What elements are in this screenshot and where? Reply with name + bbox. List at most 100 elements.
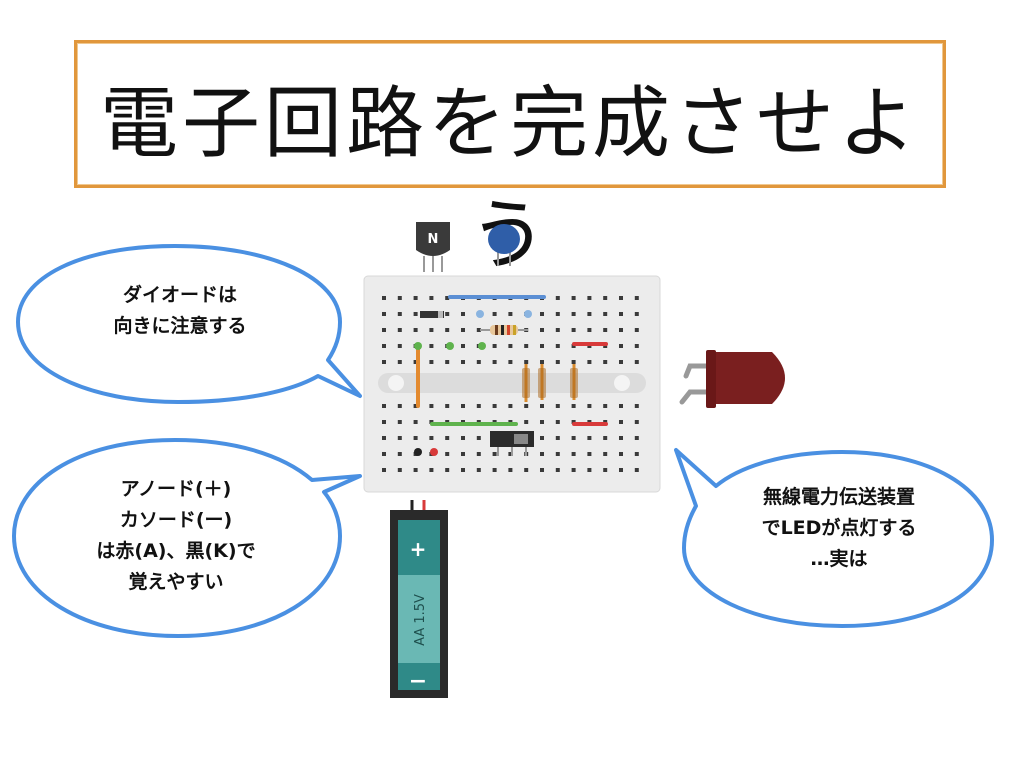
breadboard-hole — [540, 436, 544, 440]
breadboard-hole — [540, 468, 544, 472]
breadboard-hole — [445, 436, 450, 440]
breadboard-hole — [619, 344, 623, 348]
breadboard-hole — [603, 404, 608, 408]
breadboard-hole — [461, 328, 465, 332]
bubble-right — [674, 448, 994, 628]
breadboard-hole — [508, 312, 513, 316]
breadboard-hole — [445, 360, 450, 364]
breadboard-hole — [619, 328, 623, 332]
breadboard-hole — [461, 344, 465, 348]
breadboard-hole — [587, 328, 592, 332]
slide-switch[interactable] — [490, 431, 534, 456]
breadboard-hole — [524, 360, 529, 364]
bubble-top-left — [16, 244, 362, 404]
breadboard-hole — [397, 360, 402, 364]
breadboard-hole — [492, 344, 497, 348]
breadboard-hole — [382, 312, 386, 316]
breadboard-hole — [413, 468, 418, 472]
breadboard-hole — [476, 468, 481, 472]
breadboard-hole — [587, 404, 592, 408]
breadboard-hole — [619, 468, 623, 472]
breadboard-hole — [397, 344, 402, 348]
breadboard-hole — [571, 328, 576, 332]
breadboard-hole — [492, 468, 497, 472]
breadboard-hole — [382, 420, 386, 424]
breadboard-hole — [571, 420, 576, 424]
breadboard-hole — [634, 296, 639, 300]
breadboard-hole — [429, 296, 434, 300]
breadboard-hole — [397, 404, 402, 408]
breadboard-hole — [603, 328, 608, 332]
breadboard-hole — [555, 296, 560, 300]
breadboard-hole — [555, 344, 560, 348]
breadboard-hole — [603, 452, 608, 456]
breadboard-hole — [382, 436, 386, 440]
breadboard-hole — [445, 452, 450, 456]
page-title: 電子回路を完成させよう — [99, 79, 920, 281]
breadboard-hole — [397, 436, 402, 440]
breadboard-hole — [445, 328, 450, 332]
breadboard-hole — [461, 404, 465, 408]
breadboard-hole — [571, 312, 576, 316]
breadboard-hole — [382, 468, 386, 472]
battery-plus: + — [410, 537, 427, 561]
breadboard-hole — [429, 404, 434, 408]
breadboard-hole — [587, 468, 592, 472]
breadboard-hole — [603, 360, 608, 364]
breadboard-hole — [397, 328, 402, 332]
breadboard-hole — [492, 360, 497, 364]
breadboard-hole — [603, 296, 608, 300]
breadboard-hole — [508, 468, 513, 472]
breadboard-hole — [587, 296, 592, 300]
breadboard-hole — [634, 468, 639, 472]
breadboard-hole — [524, 468, 529, 472]
breadboard-hole — [397, 468, 402, 472]
breadboard-hole — [555, 420, 560, 424]
breadboard-hole — [540, 404, 544, 408]
breadboard-hole — [382, 296, 386, 300]
battery-label: AA 1.5V — [413, 594, 428, 646]
breadboard-hole — [619, 296, 623, 300]
breadboard-hole — [634, 312, 639, 316]
breadboard-hole — [619, 360, 623, 364]
breadboard-hole — [555, 452, 560, 456]
breadboard-hole — [476, 328, 481, 332]
breadboard-hole — [476, 452, 481, 456]
breadboard-hole — [587, 452, 592, 456]
breadboard-hole — [382, 328, 386, 332]
breadboard-hole — [603, 468, 608, 472]
breadboard-hole — [397, 420, 402, 424]
transistor: N — [416, 222, 450, 272]
breadboard-hole — [445, 312, 450, 316]
breadboard-hole — [634, 420, 639, 424]
breadboard-hole — [476, 404, 481, 408]
breadboard-hole — [382, 344, 386, 348]
breadboard-hole — [524, 404, 529, 408]
breadboard-hole — [587, 312, 592, 316]
breadboard-hole — [540, 328, 544, 332]
breadboard-hole — [445, 404, 450, 408]
breadboard-hole — [429, 344, 434, 348]
breadboard-hole — [555, 436, 560, 440]
breadboard-hole — [603, 436, 608, 440]
breadboard-hole — [571, 360, 576, 364]
breadboard-hole — [413, 328, 418, 332]
red-led — [679, 350, 785, 408]
breadboard-hole — [382, 404, 386, 408]
breadboard-hole — [524, 344, 529, 348]
breadboard-hole — [429, 420, 434, 424]
breadboard-hole — [634, 328, 639, 332]
breadboard-hole — [571, 404, 576, 408]
breadboard-hole — [413, 360, 418, 364]
breadboard-hole — [382, 360, 386, 364]
breadboard-hole — [413, 436, 418, 440]
breadboard-hole — [413, 312, 418, 316]
breadboard-hole — [634, 436, 639, 440]
breadboard — [363, 275, 661, 493]
breadboard-hole — [571, 468, 576, 472]
breadboard-hole — [634, 344, 639, 348]
breadboard-hole — [397, 312, 402, 316]
breadboard-hole — [634, 360, 639, 364]
breadboard-hole — [461, 468, 465, 472]
